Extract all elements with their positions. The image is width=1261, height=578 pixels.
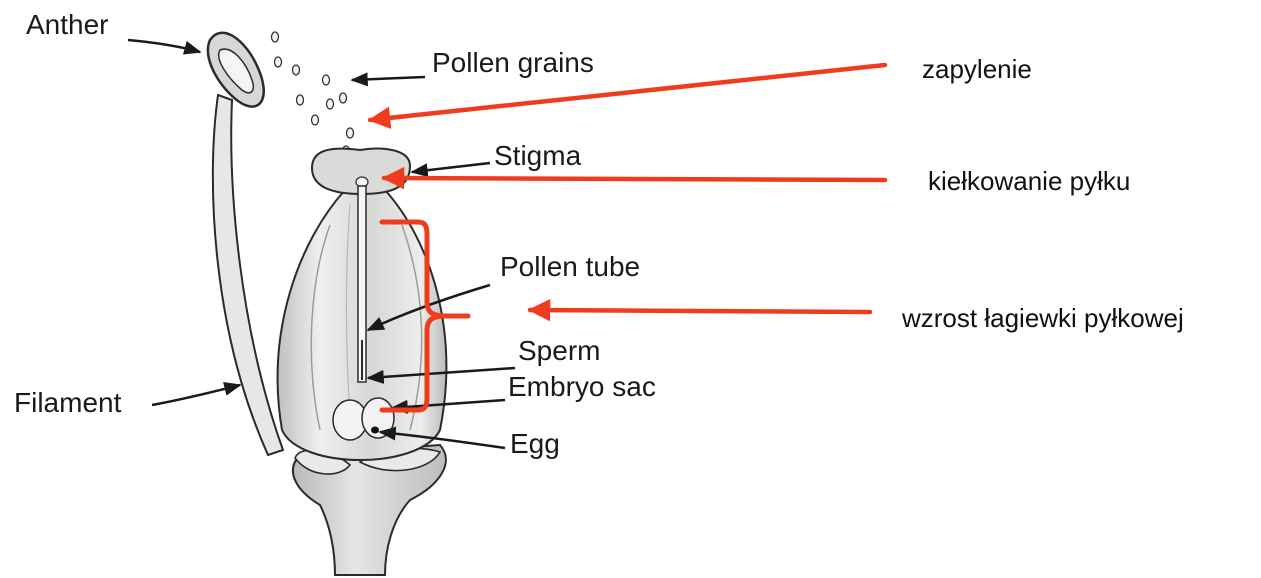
filament-label: Filament: [14, 387, 122, 418]
embryo-sac-label: Embryo sac: [508, 371, 656, 402]
anther-label: Anther: [26, 9, 109, 40]
pollination-label: zapylenie: [922, 54, 1032, 84]
stigma-pointer: [412, 163, 490, 172]
pollen-grains-pointer: [352, 77, 425, 80]
anther-pointer: [128, 40, 200, 52]
pollen-tube-illustration: [358, 186, 366, 382]
sperm-label: Sperm: [518, 335, 600, 366]
filament-pointer: [152, 385, 240, 405]
stage-labels: zapylenie kiełkowanie pyłku wzrost łagie…: [901, 54, 1184, 333]
pollen-grains-illustration: [272, 32, 362, 163]
germination-arrow: [384, 178, 885, 180]
anther-illustration: [208, 33, 264, 107]
receptacle-illustration: [293, 445, 446, 575]
pollen-grains-label: Pollen grains: [432, 47, 594, 78]
tube-growth-label: wzrost łagiewki pyłkowej: [901, 303, 1184, 333]
filament-illustration: [213, 95, 283, 455]
pollen-tube-label: Pollen tube: [500, 251, 640, 282]
germination-label: kiełkowanie pyłku: [928, 166, 1130, 196]
stigma-label: Stigma: [494, 140, 582, 171]
egg-label: Egg: [510, 428, 560, 459]
tube-growth-arrow: [530, 310, 870, 312]
